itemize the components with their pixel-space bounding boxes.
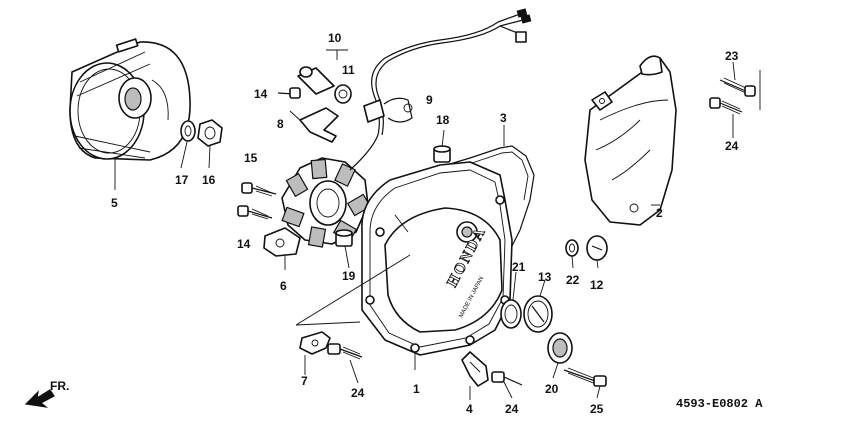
- bolt-25: [563, 367, 607, 387]
- callout-labels: 1 2 3 4 5 6 7 8 9 10 11 12 13 14 14 15 1…: [111, 31, 739, 416]
- callout-1: 1: [413, 382, 420, 396]
- wire-guide: [461, 351, 489, 387]
- callout-24-center: 24: [505, 402, 519, 416]
- callout-19: 19: [342, 269, 356, 283]
- left-side-cover: [584, 55, 677, 226]
- callout-25: 25: [590, 402, 604, 416]
- leader-7-lower: [295, 321, 361, 326]
- left-crankcase-cover: HONDA MADE IN JAPAN: [361, 161, 513, 356]
- bolt-24-center: [491, 371, 523, 386]
- callout-18: 18: [436, 113, 450, 127]
- bolt-14-upper: [277, 87, 301, 99]
- front-direction-arrow: FR.: [24, 379, 69, 408]
- callout-24-right: 24: [725, 139, 739, 153]
- flange-nut: [197, 119, 223, 147]
- bolt-23: [719, 70, 761, 110]
- wire-harness: [363, 8, 532, 136]
- bolt-14-lower: [237, 205, 273, 220]
- bolt-15: [241, 182, 277, 197]
- callout-5: 5: [111, 196, 118, 210]
- callout-6: 6: [280, 279, 287, 293]
- washer: [180, 120, 196, 142]
- callout-9: 9: [426, 93, 433, 107]
- callout-23: 23: [725, 49, 739, 63]
- callout-2: 2: [656, 206, 663, 220]
- callout-15: 15: [244, 151, 258, 165]
- callout-7: 7: [301, 374, 308, 388]
- callout-11: 11: [342, 63, 355, 77]
- pulse-generator: [297, 66, 352, 104]
- dowel-pin-19: [335, 229, 353, 247]
- oil-seal: [547, 332, 573, 364]
- callout-14-lower: 14: [237, 237, 251, 251]
- callout-3: 3: [500, 111, 507, 125]
- flywheel: [69, 38, 191, 161]
- callout-21: 21: [512, 260, 526, 274]
- diagram-code: 4593-E0802 A: [676, 397, 763, 411]
- callout-24-left: 24: [351, 386, 365, 400]
- callout-13: 13: [538, 270, 552, 284]
- callout-16: 16: [202, 173, 216, 187]
- callout-14-upper: 14: [254, 87, 268, 101]
- callout-4: 4: [466, 402, 473, 416]
- callout-17: 17: [175, 173, 189, 187]
- leader-7-upper: [295, 254, 411, 326]
- dowel-pin-18: [433, 145, 451, 163]
- callout-20: 20: [545, 382, 559, 396]
- drain-plug: [586, 235, 608, 261]
- wire-clamp: [299, 107, 339, 143]
- callout-22: 22: [566, 273, 580, 287]
- sealing-washer: [565, 239, 579, 257]
- leader-lines: [114, 49, 736, 400]
- timing-hole-cap: [523, 295, 553, 333]
- callout-8: 8: [277, 117, 284, 131]
- callout-10: 10: [328, 31, 342, 45]
- direction-label: FR.: [50, 379, 69, 393]
- callout-12: 12: [590, 278, 604, 292]
- bolt-24-left: [327, 343, 363, 360]
- stator-coil: [263, 134, 379, 257]
- o-ring: [500, 299, 522, 329]
- harness-clip: [299, 331, 331, 355]
- bolt-24-right: [709, 97, 743, 115]
